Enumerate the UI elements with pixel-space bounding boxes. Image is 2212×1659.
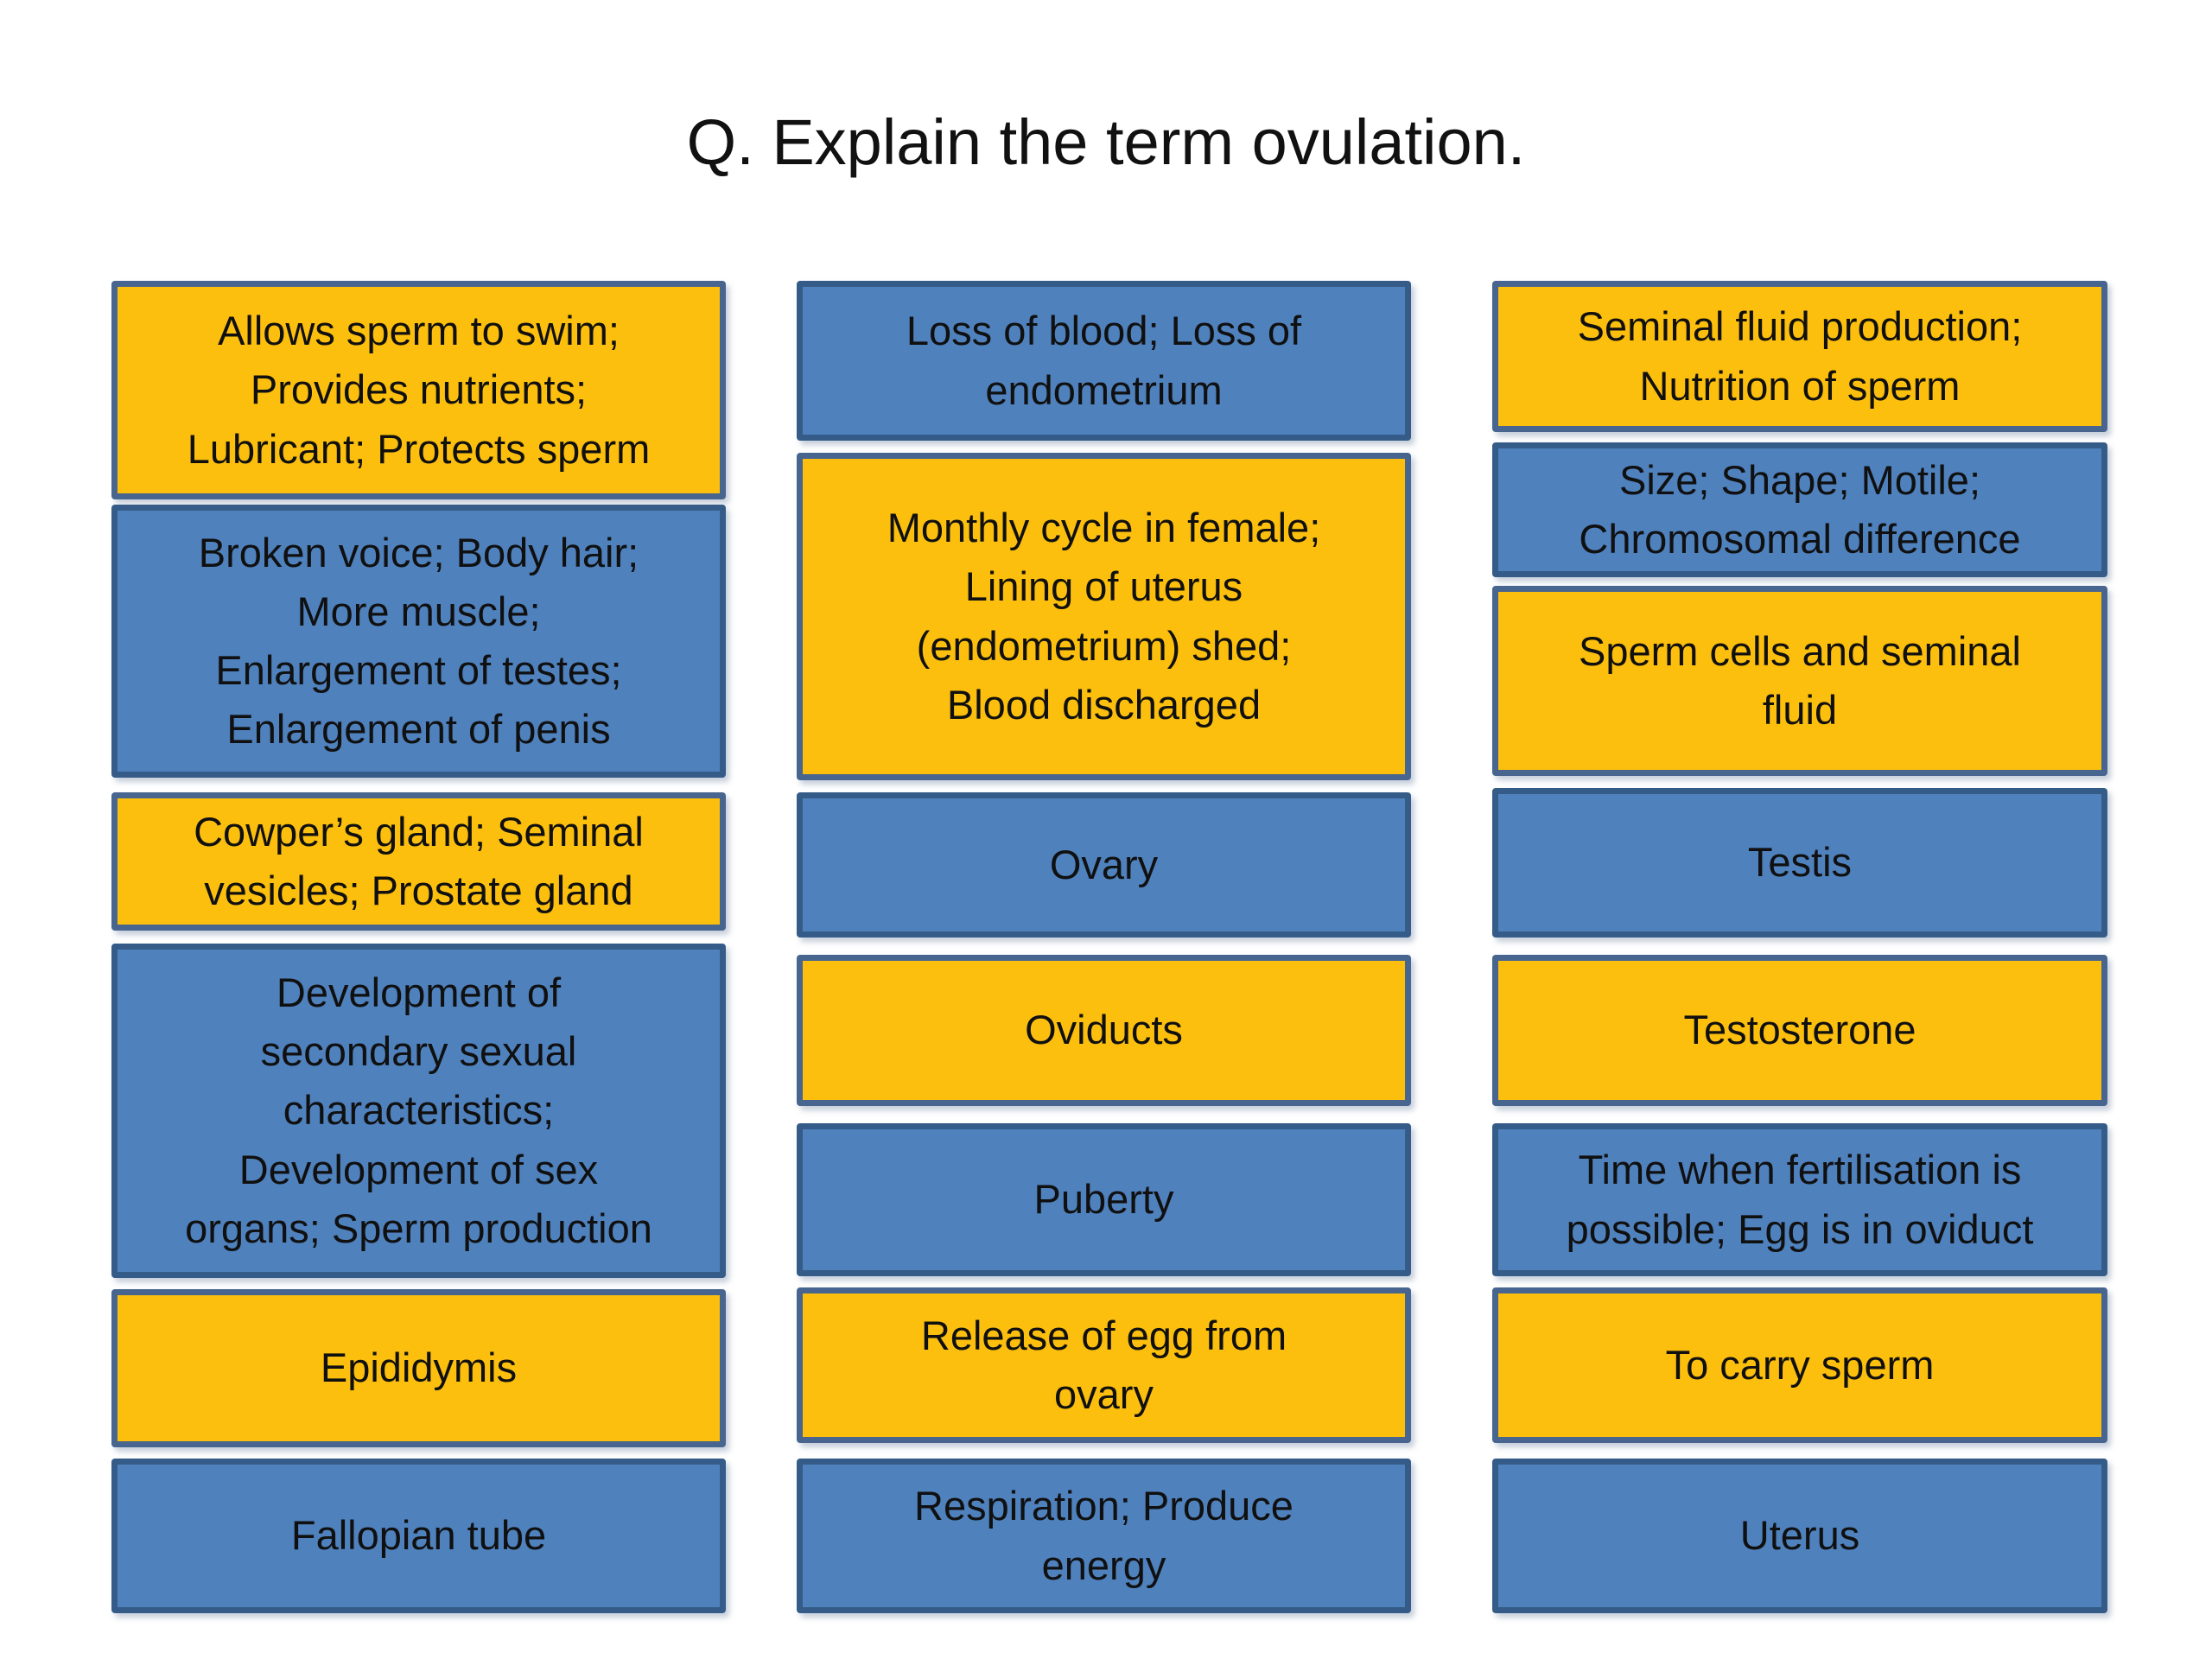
card-time-fertilisation: Time when fertilisation is possible; Egg… (1492, 1123, 2107, 1276)
card-testis: Testis (1492, 788, 2107, 938)
card-seminal-fluid: Seminal fluid production; Nutrition of s… (1492, 281, 2107, 432)
card-allows-sperm: Allows sperm to swim; Provides nutrients… (111, 281, 726, 499)
card-epididymis: Epididymis (111, 1289, 726, 1447)
card-monthly-cycle: Monthly cycle in female; Lining of uteru… (797, 453, 1411, 780)
card-size-shape: Size; Shape; Motile; Chromosomal differe… (1492, 442, 2107, 577)
card-cowpers-gland: Cowper’s gland; Seminal vesicles; Prosta… (111, 792, 726, 931)
card-ovary: Ovary (797, 792, 1411, 938)
card-loss-of-blood: Loss of blood; Loss of endometrium (797, 281, 1411, 441)
card-oviducts: Oviducts (797, 955, 1411, 1106)
card-respiration: Respiration; Produce energy (797, 1459, 1411, 1613)
slide-title: Q. Explain the term ovulation. (686, 106, 1526, 178)
card-broken-voice: Broken voice; Body hair; More muscle; En… (111, 505, 726, 778)
card-puberty: Puberty (797, 1123, 1411, 1276)
card-release-of-egg: Release of egg from ovary (797, 1287, 1411, 1443)
card-sperm-cells: Sperm cells and seminal fluid (1492, 586, 2107, 776)
card-fallopian-tube: Fallopian tube (111, 1459, 726, 1613)
card-testosterone: Testosterone (1492, 955, 2107, 1106)
card-uterus: Uterus (1492, 1459, 2107, 1613)
card-to-carry-sperm: To carry sperm (1492, 1287, 2107, 1443)
card-development: Development of secondary sexual characte… (111, 944, 726, 1278)
